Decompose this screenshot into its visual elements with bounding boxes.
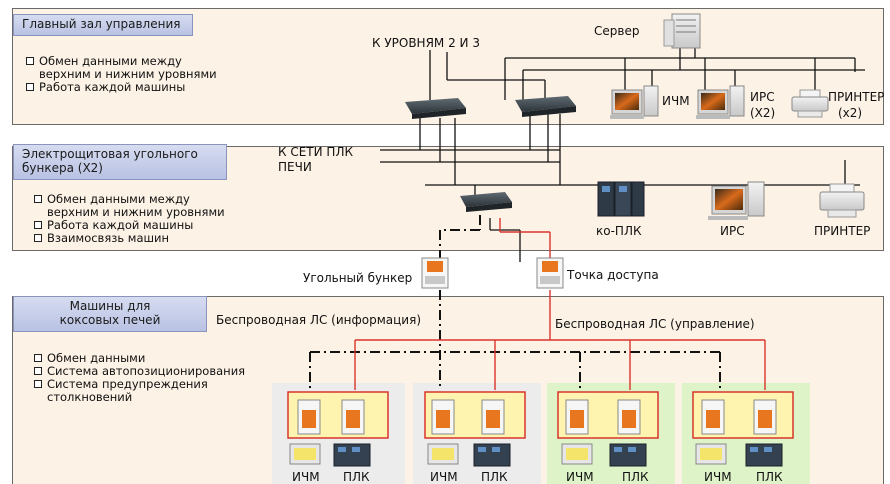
- zone-coke-machines-title: Машины для коксовых печей: [13, 296, 207, 332]
- irs-computer-icon: [696, 85, 745, 119]
- machine-group-4: [692, 391, 794, 467]
- list-item: Система предупреждения столкновений: [34, 378, 274, 404]
- switch-icon: [515, 96, 576, 117]
- printer-icon: [819, 183, 865, 218]
- zone-coke-machines-title-line2: коксовых печей: [59, 313, 161, 327]
- list-item: Работа каждой машины: [34, 219, 234, 232]
- hmi-computer-icon: [610, 85, 659, 119]
- label-printer-top: ПРИНТЕР: [828, 90, 885, 104]
- label-plc-network-1: К СЕТИ ПЛК: [278, 145, 353, 159]
- zone-control-room-title-text: Главный зал управления: [22, 17, 181, 31]
- list-item: Обмен данными между верхним и нижним уро…: [26, 55, 226, 81]
- machine-4-hmi-label: ИЧМ: [704, 470, 732, 484]
- machine-4-plc-label: ПЛК: [756, 470, 783, 484]
- switch-icon: [405, 98, 466, 119]
- label-plc-network-2: ПЕЧИ: [278, 160, 312, 174]
- label-coal-bunker: Угольный бункер: [303, 271, 413, 285]
- access-point-icon: [536, 257, 564, 289]
- machine-1-hmi-label: ИЧМ: [292, 470, 320, 484]
- list-item: Обмен данными: [34, 352, 274, 365]
- label-wlan-info: Беспроводная ЛС (информация): [216, 313, 421, 327]
- label-co-plc: ко-ПЛК: [596, 224, 642, 238]
- machine-group-3: [557, 391, 659, 467]
- zone-coal-bunker-room-list: Обмен данными между верхним и нижним уро…: [34, 193, 234, 245]
- label-access-point: Точка доступа: [567, 268, 659, 282]
- machine-3-plc-label: ПЛК: [622, 470, 649, 484]
- label-irs-top: ИРС: [750, 90, 775, 104]
- label-irs-top-count: (X2): [750, 106, 776, 120]
- label-printer-mid: ПРИНТЕР: [814, 224, 871, 238]
- wlan-info-line: [309, 215, 721, 390]
- zone-control-room-list: Обмен данными между верхним и нижним уро…: [26, 55, 226, 94]
- wlan-control-line: [354, 218, 766, 390]
- list-item: Взаимосвязь машин: [34, 232, 234, 245]
- machine-3-hmi-label: ИЧМ: [566, 470, 594, 484]
- list-item: Работа каждой машины: [26, 81, 226, 94]
- server-icon: [663, 13, 701, 49]
- label-hmi-top: ИЧМ: [662, 94, 690, 108]
- zone-coal-bunker-room-title: Электрощитовая угольного бункера (X2): [13, 144, 227, 180]
- printer-icon: [791, 89, 829, 118]
- zone-coke-machines-title-line1: Машины для: [69, 299, 151, 313]
- switch-icon: [460, 192, 512, 212]
- irs-computer-icon: [708, 181, 765, 220]
- label-wlan-control: Беспроводная ЛС (управление): [555, 317, 755, 331]
- label-server: Сервер: [594, 24, 640, 38]
- machine-2-plc-label: ПЛК: [481, 470, 508, 484]
- coal-bunker-ap-icon: [421, 257, 449, 289]
- machine-2-hmi-label: ИЧМ: [430, 470, 458, 484]
- zone-coke-machines-list: Обмен данными Система автопозиционирован…: [34, 352, 274, 404]
- zone-control-room-title: Главный зал управления: [13, 14, 193, 36]
- label-irs-mid: ИРС: [720, 224, 745, 238]
- zone-coal-bunker-room-title-line2: бункера (X2): [22, 161, 103, 175]
- label-to-levels: К УРОВНЯМ 2 И 3: [372, 36, 480, 50]
- machine-group-1: [287, 391, 389, 467]
- list-item: Система автопозиционирования: [34, 365, 274, 378]
- machine-group-2: [424, 391, 526, 467]
- zone-coal-bunker-room-title-line1: Электрощитовая угольного: [22, 147, 198, 161]
- machine-1-plc-label: ПЛК: [343, 470, 370, 484]
- plc-rack-icon: [597, 181, 645, 217]
- list-item: Обмен данными между верхним и нижним уро…: [34, 193, 234, 219]
- label-printer-top-count: (x2): [838, 106, 863, 120]
